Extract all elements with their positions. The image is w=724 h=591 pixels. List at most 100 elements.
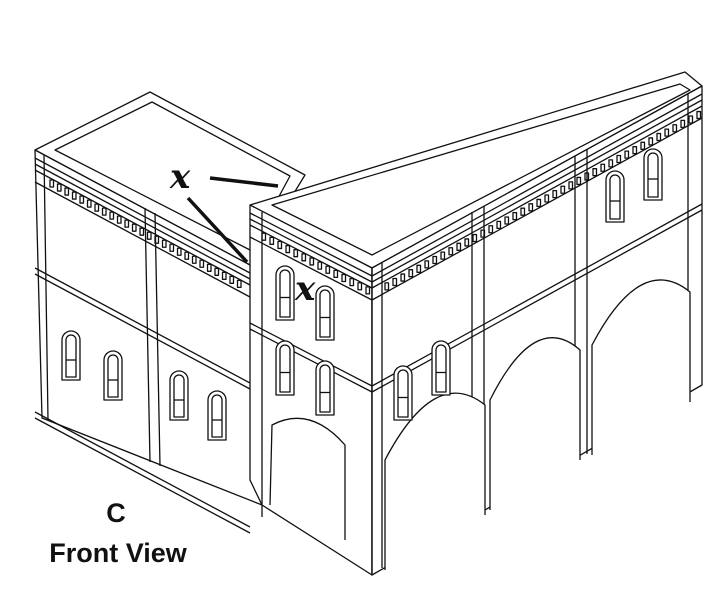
band-line	[371, 203, 703, 387]
dentil	[101, 207, 107, 216]
dentil	[624, 150, 630, 159]
windows	[61, 148, 663, 441]
band-line	[249, 212, 373, 277]
dentil	[496, 220, 502, 230]
dentil	[592, 168, 598, 177]
dentil	[277, 240, 283, 250]
dentil	[169, 243, 175, 252]
band-line	[34, 411, 251, 528]
dentil	[341, 273, 347, 283]
left-roof-inner	[54, 101, 291, 251]
dentil	[365, 286, 371, 295]
callout-line	[209, 176, 279, 188]
arch-opening	[489, 337, 581, 510]
window-pane	[173, 374, 185, 418]
dentil	[648, 137, 654, 146]
band-line	[34, 163, 251, 280]
dentil	[392, 277, 398, 287]
band-line	[34, 273, 251, 390]
dentil	[672, 124, 678, 133]
view-name: Front View	[49, 538, 188, 568]
arch-opening	[591, 279, 691, 455]
dentil	[568, 181, 574, 190]
dentil	[448, 247, 454, 256]
dentil	[456, 242, 462, 251]
band-line	[34, 181, 251, 298]
dentil	[146, 231, 152, 240]
dentil	[109, 211, 115, 220]
dentil	[544, 194, 550, 203]
callout-line	[186, 196, 249, 264]
window-pane	[279, 344, 291, 393]
dentil	[424, 260, 430, 269]
arch-opening	[384, 392, 486, 570]
dentil	[161, 239, 167, 248]
callout-label-x: x	[169, 157, 191, 197]
dentil	[333, 269, 339, 278]
band-line	[249, 218, 373, 283]
dentil	[116, 215, 122, 224]
dentil	[357, 282, 363, 291]
dentil	[472, 233, 478, 243]
right-bands	[249, 93, 703, 393]
window-pane	[435, 344, 447, 393]
dentil	[416, 264, 422, 273]
dentil	[608, 159, 614, 168]
dentil	[293, 249, 299, 258]
dentil	[285, 244, 291, 254]
dentil	[229, 275, 235, 284]
window-pane	[319, 364, 331, 413]
dentil	[688, 115, 694, 124]
dentil	[49, 179, 55, 188]
callout-label-x: x	[294, 269, 316, 309]
dentil	[464, 238, 470, 247]
band-line	[371, 117, 703, 301]
band-line	[249, 224, 373, 289]
dentil	[552, 189, 558, 199]
dentil	[528, 203, 534, 212]
right-roof-inner	[271, 83, 691, 256]
dentil	[512, 211, 518, 221]
left-building	[34, 91, 306, 534]
band-line	[34, 169, 251, 286]
dentil	[71, 191, 77, 200]
dentil	[349, 277, 355, 287]
band-line	[371, 93, 703, 277]
dentil	[317, 261, 323, 270]
dentil	[301, 253, 307, 262]
left-bands	[34, 157, 251, 534]
dentil	[214, 267, 220, 276]
band-line	[371, 105, 703, 289]
dentil	[56, 183, 62, 192]
dentil	[536, 198, 542, 208]
dentil	[325, 265, 331, 274]
dentil	[131, 223, 137, 232]
window-pane	[609, 174, 621, 220]
dentil	[79, 195, 85, 204]
view-letter: C	[106, 498, 126, 528]
dentil	[680, 119, 686, 129]
arches	[269, 279, 691, 570]
window-pane	[319, 289, 331, 338]
dentil	[176, 247, 182, 256]
dentil	[520, 207, 526, 216]
dentil	[600, 163, 606, 172]
dentil	[696, 110, 702, 120]
dentil	[400, 273, 406, 282]
band-line	[34, 267, 251, 384]
dentil	[640, 141, 646, 150]
left-corner-pilaster	[43, 154, 49, 421]
dentil	[504, 216, 510, 225]
dentil	[432, 255, 438, 265]
dentil	[440, 251, 446, 260]
dentil	[384, 282, 390, 291]
dentil	[206, 263, 212, 272]
band-line	[34, 417, 251, 534]
dentil	[656, 132, 662, 142]
window-pane	[279, 269, 291, 318]
band-line	[371, 99, 703, 283]
band-line	[34, 157, 251, 274]
band-line	[249, 236, 373, 301]
